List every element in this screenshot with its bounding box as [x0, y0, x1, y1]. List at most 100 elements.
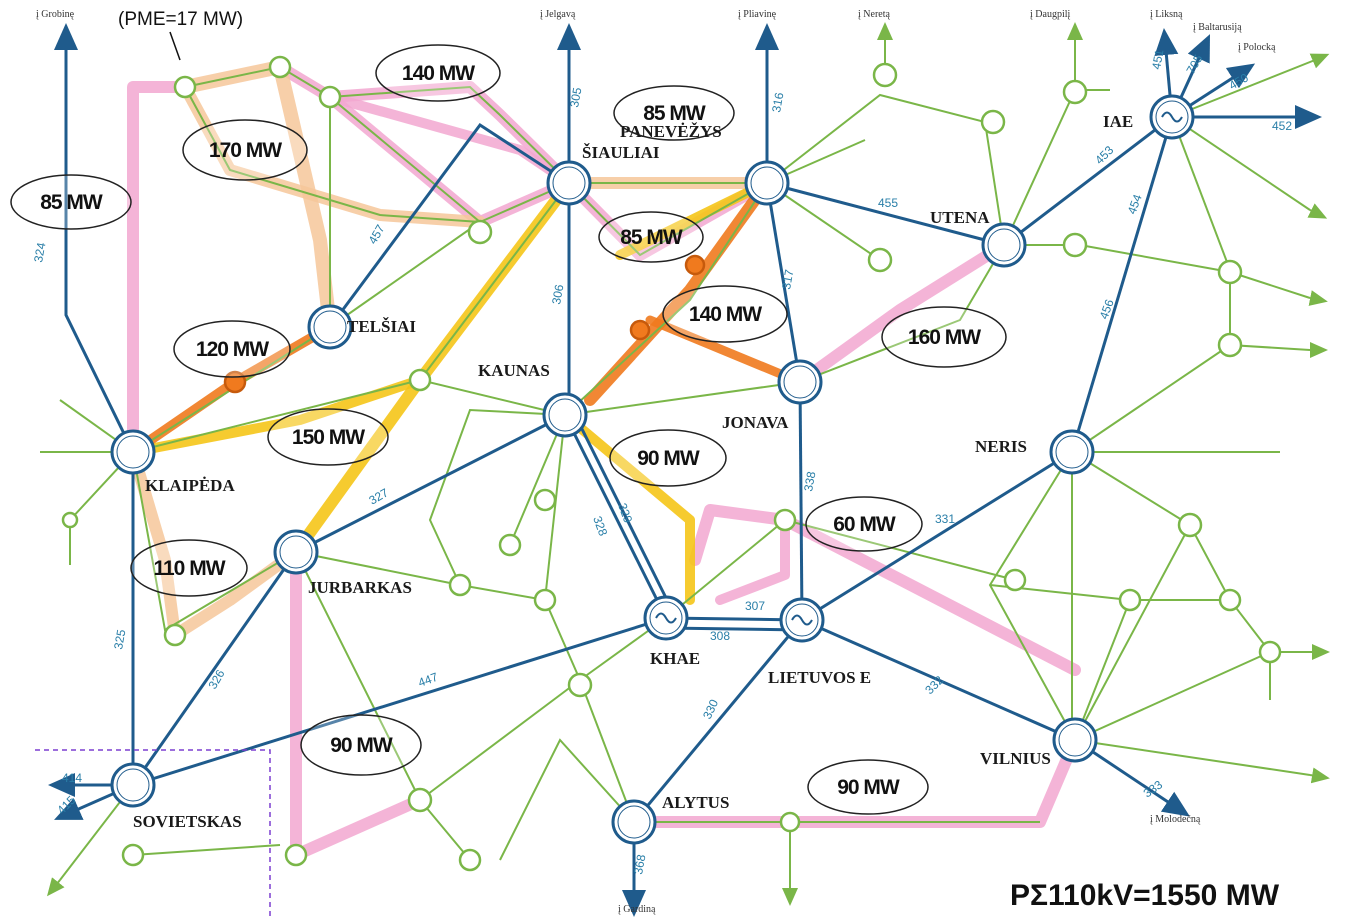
line-number: 415: [54, 793, 78, 817]
mw-oval: 160 MW: [881, 306, 1007, 368]
mw-oval: 90 MW: [300, 714, 422, 776]
total-power-label: PΣ110kV=1550 MW: [1010, 879, 1280, 912]
station-label-vilnius: VILNIUS: [980, 749, 1051, 768]
110kv-substations: [61, 55, 1282, 872]
station-label-neris: NERIS: [975, 437, 1027, 456]
line-number: 447: [416, 670, 440, 690]
direction-label: į Liksną: [1150, 9, 1183, 20]
line-number: 331: [935, 512, 955, 526]
mw-oval: 85 MW: [10, 174, 132, 230]
line-number: 325: [111, 628, 128, 650]
line-number: 454: [1125, 192, 1145, 216]
line-number: 457: [365, 222, 387, 247]
direction-label: į Polocką: [1238, 42, 1276, 53]
station-panevezys: [744, 160, 790, 206]
state-border: [35, 749, 271, 919]
line-number: 451: [1149, 48, 1166, 70]
mw-oval: 60 MW: [805, 496, 923, 552]
station-label-iae: IAE: [1103, 112, 1133, 131]
mw-oval: 90 MW: [807, 759, 929, 815]
mw-oval: 140 MW: [375, 44, 501, 102]
mw-value: 110 MW: [153, 557, 225, 580]
direction-label: į Grobinę: [36, 9, 75, 20]
station-neris: [1049, 429, 1095, 475]
line-number: 316: [769, 91, 786, 113]
station-vilnius: [1052, 717, 1098, 763]
power-flow-ovals: 140 MW 85 MW 170 MW 85 MW 85 MW 140 MW 160 MW 1…: [10, 44, 1007, 815]
direction-label: į Gardiną: [618, 904, 656, 915]
station-kaunas: [542, 392, 588, 438]
line-number: 317: [779, 268, 796, 290]
mw-value: 85 MW: [40, 191, 103, 214]
line-number: 368: [631, 853, 648, 875]
line-number: 452: [1272, 119, 1292, 133]
line-number: 306: [549, 283, 566, 305]
line-number: 324: [31, 241, 48, 263]
station-label-panevezys: PANEVĖŽYS: [620, 122, 722, 141]
line-number: 308: [710, 629, 730, 643]
station-klaipeda: [110, 429, 156, 475]
station-alytus: [611, 799, 657, 845]
me-annotation: (PME=17 MW): [118, 9, 243, 30]
station-label-sovietskas: SOVIETSKAS: [133, 812, 242, 831]
line-number: 329: [615, 501, 635, 525]
station-jonava: [777, 359, 823, 405]
mw-value: 150 MW: [292, 426, 365, 449]
me-arrow: [169, 31, 181, 61]
station-iae: [1149, 94, 1195, 140]
station-label-utena: UTENA: [930, 208, 990, 227]
mw-oval: 110 MW: [130, 539, 248, 597]
mw-value: 120 MW: [196, 338, 269, 361]
station-label-lietuvos: LIETUVOS E: [768, 668, 871, 687]
line-number: 455: [878, 196, 898, 210]
line-number: 414: [62, 771, 82, 785]
mw-oval: 90 MW: [609, 429, 727, 487]
station-khae: [643, 595, 689, 641]
direction-label: į Jelgavą: [540, 9, 576, 20]
direction-label: į Daugpilį: [1030, 9, 1070, 20]
line-number: 705: [1183, 52, 1205, 77]
mw-value: 160 MW: [908, 326, 981, 349]
station-label-jurbarkas: JURBARKAS: [308, 578, 412, 597]
mw-value: 90 MW: [837, 776, 900, 799]
direction-label: į Molodečną: [1150, 814, 1201, 825]
mw-oval: 140 MW: [662, 285, 788, 343]
mw-oval: 120 MW: [173, 320, 291, 378]
line-number: 456: [1097, 297, 1117, 321]
station-lietuvos: [779, 597, 825, 643]
mw-value: 170 MW: [209, 139, 282, 162]
station-label-kaunas: KAUNAS: [478, 361, 550, 380]
station-label-khae: KHAE: [650, 649, 700, 668]
line-number: 305: [567, 86, 584, 108]
station-label-jonava: JONAVA: [722, 413, 789, 432]
station-telsiai: [307, 304, 353, 350]
line-number: 326: [205, 667, 227, 692]
station-sovietskas: [110, 762, 156, 808]
mw-value: 85 MW: [643, 102, 706, 125]
direction-label: į Baltarusiją: [1193, 22, 1242, 33]
line-number: 338: [801, 470, 818, 492]
station-jurbarkas: [273, 529, 319, 575]
mw-value: 90 MW: [637, 447, 700, 470]
mw-value: 60 MW: [833, 513, 896, 536]
station-siauliai: [546, 160, 592, 206]
mw-oval: 85 MW: [598, 211, 704, 263]
mw-value: 90 MW: [330, 734, 393, 757]
330kv-substations: [110, 94, 1195, 845]
mw-value: 140 MW: [402, 62, 475, 85]
mw-oval: 85 MW: [613, 85, 735, 141]
line-number: 332: [922, 673, 946, 697]
110kv-border-arrows: [47, 22, 1330, 906]
line-number: 307: [745, 599, 765, 613]
line-number: 450: [1227, 70, 1252, 92]
mw-oval: 150 MW: [267, 408, 389, 466]
station-utena: [981, 222, 1027, 268]
line-number: 328: [590, 514, 610, 538]
330kv-network: [48, 23, 1322, 917]
110kv-network: [40, 40, 1320, 885]
direction-label: į Pliavinę: [738, 9, 777, 20]
